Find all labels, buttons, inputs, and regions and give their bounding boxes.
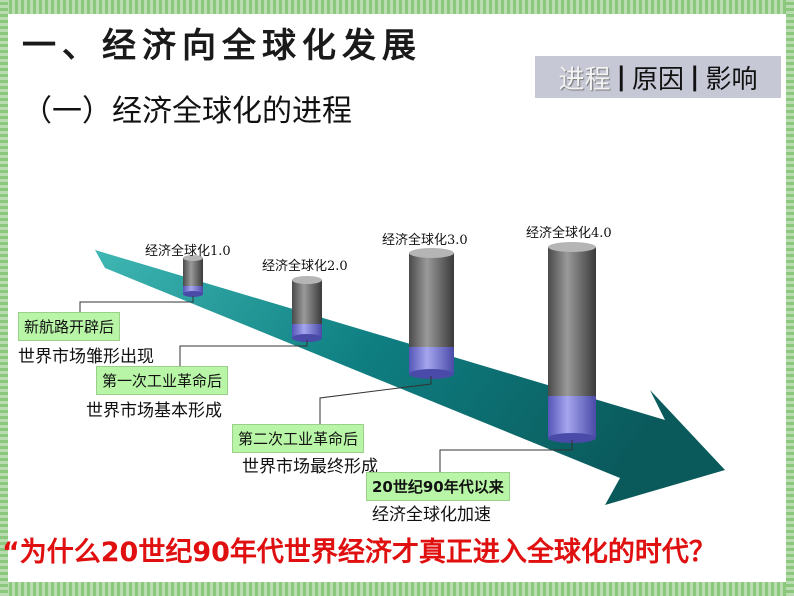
cylinder-1	[183, 255, 203, 297]
cylinder-label-2: 经济全球化2.0	[262, 259, 348, 274]
stage-event-2: 第一次工业革命后	[96, 366, 229, 395]
stage-event-3: 第二次工业革命后	[232, 424, 365, 453]
cylinder-3	[409, 248, 454, 379]
stage-result-2: 世界市场基本形成	[86, 401, 222, 421]
connector-lines	[79, 296, 573, 472]
nav-item-reasons[interactable]: 原因	[631, 64, 684, 95]
decorative-border-right	[786, 0, 794, 596]
nav-separator: |	[690, 62, 700, 92]
decorative-border-bottom	[0, 582, 794, 596]
nav-item-impact[interactable]: 影响	[705, 64, 758, 95]
decorative-border-left	[0, 0, 8, 596]
section-nav: 进程 | 原因 | 影响	[535, 56, 781, 98]
stage-result-1: 世界市场雏形出现	[18, 347, 154, 367]
cylinder-4	[548, 242, 596, 443]
decorative-border-top	[0, 0, 794, 14]
stage-event-4: 20世纪90年代以来	[366, 472, 510, 501]
cylinder-2	[292, 276, 322, 342]
cylinder-label-1: 经济全球化1.0	[145, 244, 231, 259]
cylinder-label-3: 经济全球化3.0	[382, 233, 468, 248]
nav-separator: |	[616, 62, 626, 92]
cylinder-label-4: 经济全球化4.0	[526, 226, 612, 241]
stage-result-4: 经济全球化加速	[372, 505, 491, 525]
question-text: “为什么20世纪90年代世界经济才真正进入全球化的时代？	[2, 537, 716, 568]
stage-result-3: 世界市场最终形成	[242, 457, 378, 477]
sub-title: （一）经济全球化的进程	[22, 94, 352, 129]
stage-event-1: 新航路开辟后	[18, 312, 121, 341]
nav-item-process[interactable]: 进程	[558, 64, 611, 95]
main-title: 一、经济向全球化发展	[22, 26, 422, 66]
